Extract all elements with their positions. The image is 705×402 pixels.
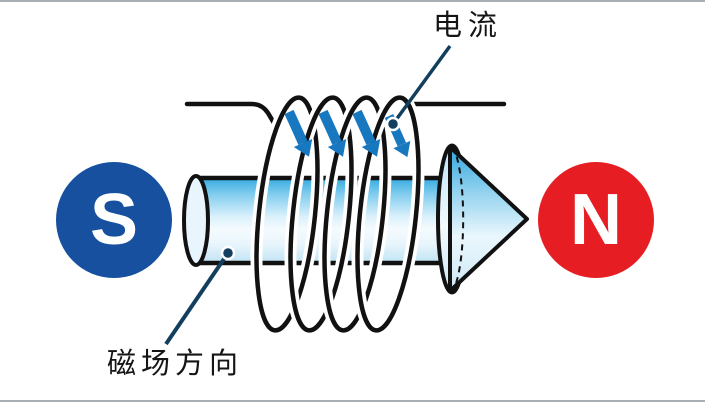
coil-turn	[351, 91, 425, 337]
coil-turn	[284, 91, 358, 337]
cone-base-dashed-edge	[451, 146, 465, 292]
field-label: 磁场方向	[107, 348, 244, 380]
current-callout-dot	[385, 116, 401, 132]
pole-n-label: N	[570, 180, 622, 260]
wire-left	[184, 101, 281, 133]
pole-s-badge: S	[56, 162, 172, 278]
current-callout	[385, 44, 452, 132]
pole-n-badge: N	[538, 162, 654, 278]
current-leader-line	[391, 44, 452, 126]
coil-turn	[250, 91, 324, 337]
field-arrow-head	[436, 143, 529, 295]
top-border-line	[0, 0, 705, 2]
cone-tip	[448, 145, 529, 293]
field-callout	[164, 245, 236, 346]
current-label: 电流	[433, 10, 504, 42]
bottom-border-line	[0, 400, 705, 402]
coil-winding	[250, 91, 425, 337]
pole-s-label: S	[89, 180, 139, 260]
field-leader-line	[164, 251, 230, 346]
coil-turn	[318, 91, 392, 337]
cylinder-left-endcap	[182, 174, 210, 267]
field-callout-dot	[220, 245, 236, 261]
